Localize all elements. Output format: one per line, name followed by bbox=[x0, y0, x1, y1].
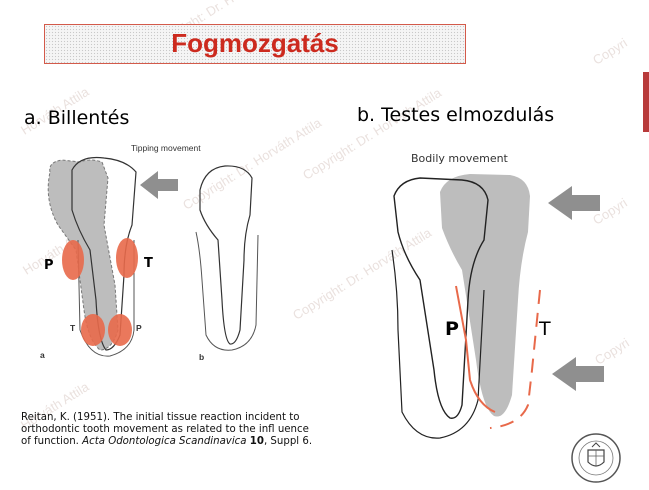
label-t-bodily: T bbox=[539, 318, 551, 340]
bodily-caption: Bodily movement bbox=[411, 152, 508, 165]
reference-line-end: , Suppl 6. bbox=[264, 436, 312, 447]
pressure-zone bbox=[116, 238, 138, 278]
reference-citation: Reitan, K. (1951). The initial tissue re… bbox=[21, 412, 391, 448]
label-p-bodily: P bbox=[445, 318, 459, 340]
tipping-caption: Tipping movement bbox=[131, 143, 201, 153]
reference-journal: Acta Odontologica Scandinavica bbox=[82, 436, 246, 447]
reference-volume: 10 bbox=[250, 436, 264, 447]
pressure-zone bbox=[62, 240, 84, 280]
reference-line: orthodontic tooth movement as related to… bbox=[21, 424, 391, 436]
tooth-outline-b bbox=[200, 166, 252, 344]
label-t-top: T bbox=[144, 256, 153, 271]
reference-line-start: of function. bbox=[21, 436, 82, 447]
socket-outline-b bbox=[196, 232, 258, 350]
reference-line: Reitan, K. (1951). The initial tissue re… bbox=[21, 412, 391, 424]
pressure-zone bbox=[108, 314, 132, 346]
panel-b-label: b bbox=[199, 352, 204, 362]
panel-a-label: a bbox=[40, 350, 45, 360]
university-seal-icon bbox=[570, 432, 622, 484]
label-p-bottom: P bbox=[136, 323, 142, 333]
arrow-left-icon bbox=[140, 171, 178, 199]
moved-tooth-shadow bbox=[440, 174, 530, 417]
arrow-left-icon bbox=[548, 186, 600, 220]
label-p-top: P bbox=[44, 258, 54, 273]
pressure-zone bbox=[81, 314, 105, 346]
arrow-left-icon bbox=[552, 357, 604, 391]
reference-line: of function. Acta Odontologica Scandinav… bbox=[21, 436, 391, 448]
label-t-bottom: T bbox=[70, 323, 75, 333]
